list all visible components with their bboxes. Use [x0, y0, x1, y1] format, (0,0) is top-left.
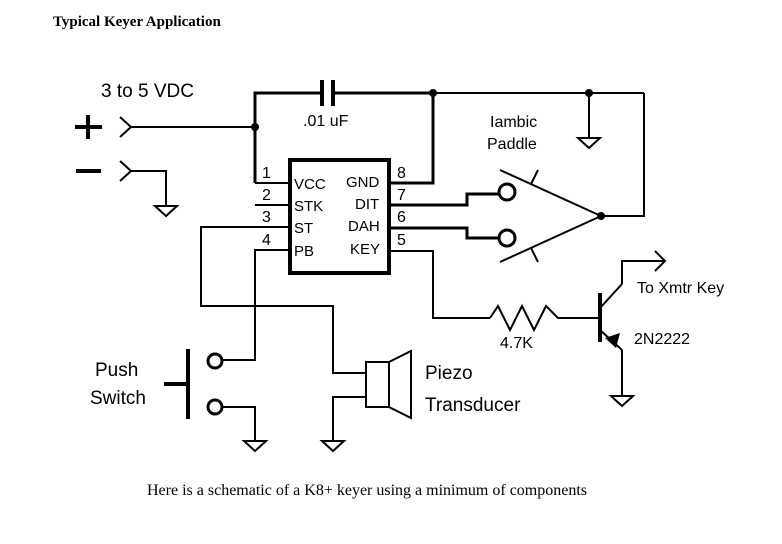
plus-connector-icon — [119, 116, 133, 138]
pin-name: KEY — [350, 241, 380, 258]
push-switch-icon — [164, 349, 224, 419]
push-switch-label-line1: Push — [95, 360, 138, 381]
wire-pb-switch — [223, 249, 290, 361]
pin-number: 1 — [262, 165, 271, 182]
schematic-title: Typical Keyer Application — [53, 14, 221, 30]
wire-minus-supply — [131, 170, 167, 206]
wire-vcc — [253, 91, 320, 183]
pin-number: 7 — [397, 187, 406, 204]
wire-dah — [390, 226, 498, 240]
wire-key — [390, 250, 490, 319]
piezo-label-line1: Piezo — [425, 363, 473, 384]
ground-icon — [319, 440, 347, 453]
pin-name: ST — [294, 220, 313, 237]
ic-pin-7: 7 DIT — [355, 187, 406, 213]
paddle-label-line1: Iambic — [490, 114, 537, 131]
ic-pin-1: 1 VCC — [262, 165, 326, 193]
pin-number: 5 — [397, 232, 406, 249]
push-switch-label-line2: Switch — [90, 388, 146, 409]
wire-piezo-ground — [332, 396, 366, 441]
supply-voltage-label: 3 to 5 VDC — [101, 81, 194, 102]
pin-number: 2 — [262, 187, 271, 204]
pin-name: GND — [346, 174, 380, 191]
pin-number: 6 — [397, 209, 406, 226]
plus-terminal-icon — [75, 115, 102, 139]
transistor-part: 2N2222 — [634, 331, 690, 348]
pin-number: 8 — [397, 165, 406, 182]
pin-name: DIT — [355, 196, 379, 213]
wire-collector — [621, 260, 665, 284]
capacitor-value: .01 uF — [303, 113, 349, 130]
ic-pin-8: 8 GND — [346, 165, 406, 191]
pin-number: 3 — [262, 209, 271, 226]
ic-pin-2: 2 STK — [255, 187, 323, 215]
ground-icon — [241, 440, 269, 453]
schematic-caption: Here is a schematic of a K8+ keyer using… — [147, 482, 587, 499]
keyer-ic — [288, 158, 391, 275]
resistor-value: 4.7K — [500, 335, 533, 352]
wire-paddle-common — [601, 93, 645, 217]
pin-name: STK — [294, 198, 323, 215]
ic-pin-6: 6 DAH — [348, 209, 406, 235]
capacitor-icon — [320, 80, 335, 106]
wire-gnd-pin8 — [390, 93, 435, 185]
ground-icon — [152, 205, 180, 218]
piezo-transducer-icon — [365, 349, 412, 420]
resistor-icon — [489, 303, 600, 333]
ground-icon — [608, 395, 636, 408]
npn-transistor-icon — [598, 283, 623, 351]
piezo-label-line2: Transducer — [425, 395, 521, 416]
ic-pin-5: 5 KEY — [350, 232, 406, 258]
ic-pin-3: 3 ST — [262, 209, 313, 237]
ic-pin-4: 4 PB — [262, 232, 314, 260]
minus-connector-icon — [119, 160, 133, 182]
output-label: To Xmtr Key — [637, 280, 724, 297]
wire-switch-ground — [223, 406, 256, 441]
pin-name: VCC — [294, 176, 326, 193]
paddle-label-line2: Paddle — [487, 136, 537, 153]
ground-icon — [575, 137, 603, 150]
output-arrow-icon — [654, 250, 667, 272]
pin-name: DAH — [348, 218, 380, 235]
wire-dit — [390, 192, 498, 207]
iambic-paddle-icon — [497, 169, 602, 263]
pin-number: 4 — [262, 232, 271, 249]
wire-st-piezo — [200, 226, 366, 374]
pin-name: PB — [294, 243, 314, 260]
